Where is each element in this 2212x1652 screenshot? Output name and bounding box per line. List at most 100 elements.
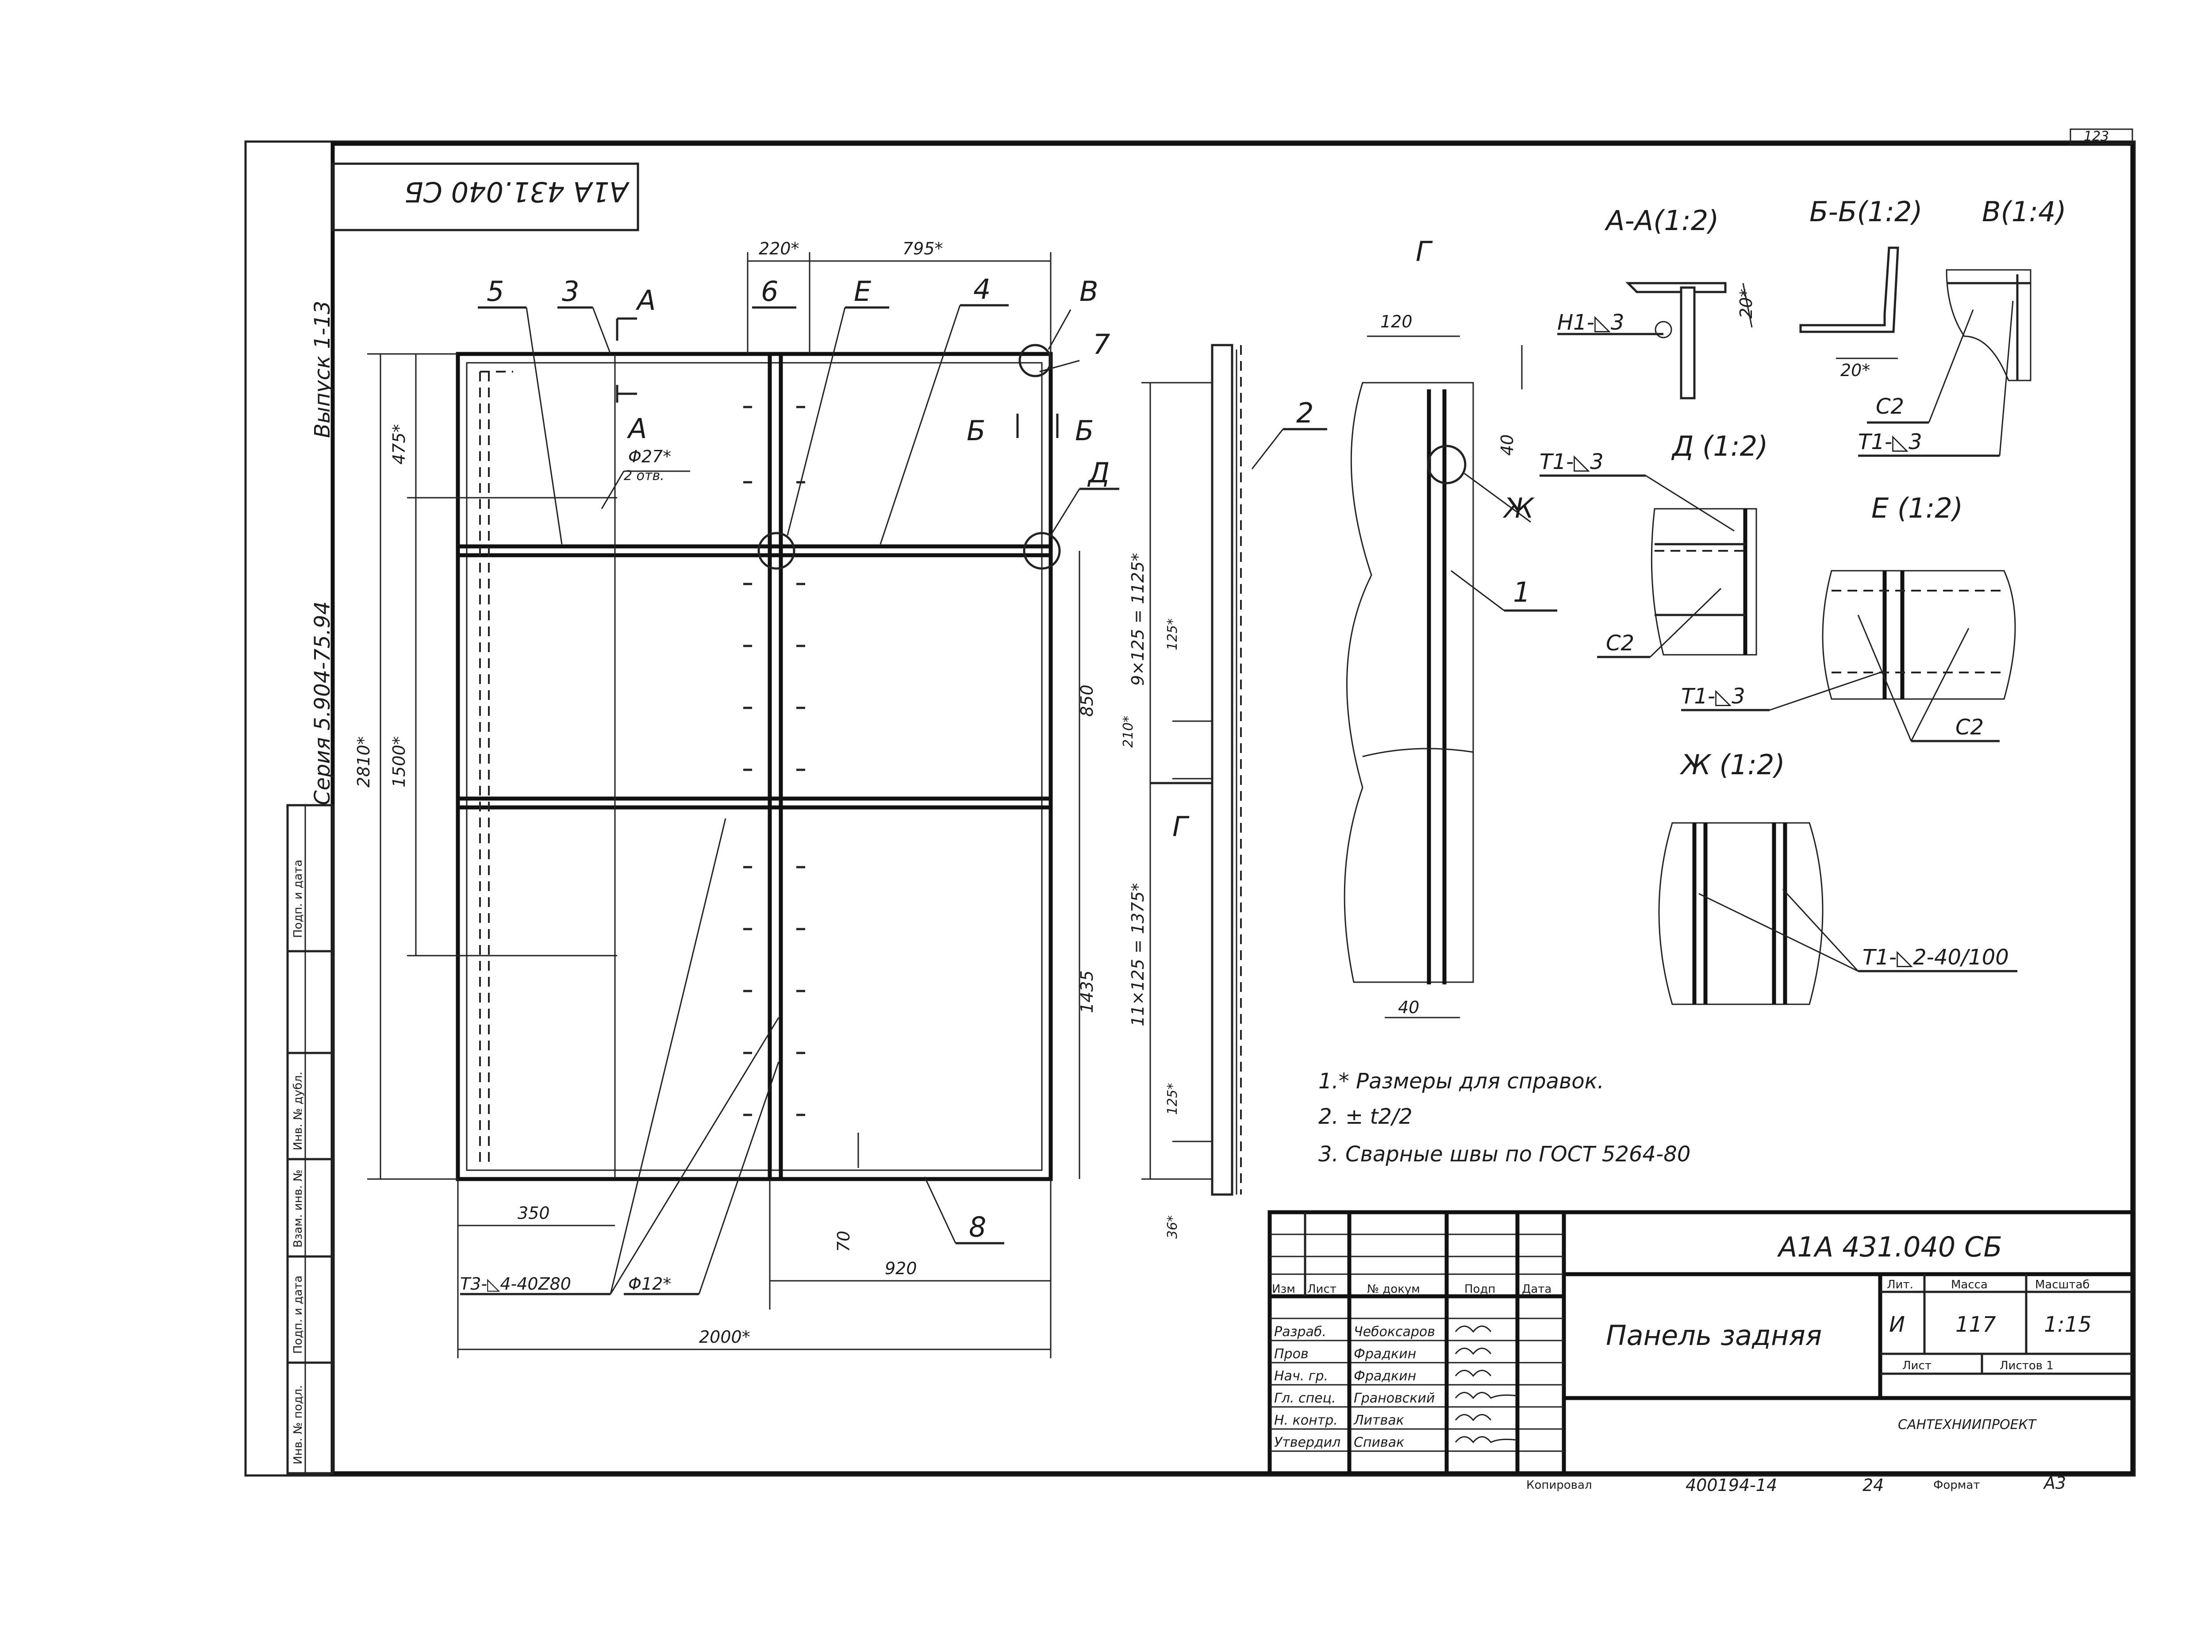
tb-header-list: Лист xyxy=(1307,1283,1336,1296)
pos-8: 8 xyxy=(969,1211,986,1243)
tb-role-5: Утвердил xyxy=(1274,1435,1340,1450)
stamp-vzam-inv: Взам. инв. № xyxy=(292,1169,305,1248)
note-2: 2. ± t2/2 xyxy=(1318,1104,1413,1129)
tb-header-podp: Подп xyxy=(1464,1283,1495,1296)
section-aa: А-А(1:2) Н1-◺3 20* xyxy=(1557,204,1756,400)
detail-g-dim-120: 120 xyxy=(1380,312,1413,331)
view-v-c2: С2 xyxy=(1876,394,1904,419)
tb-mass-value: 117 xyxy=(1955,1312,1996,1337)
view-mark-g: Г xyxy=(1172,811,1190,843)
tb-mass-label: Масса xyxy=(1951,1278,1988,1291)
dim-210: 210* xyxy=(1121,716,1136,748)
detail-g: Г 120 40 40 Ж 1 xyxy=(1344,235,1557,1018)
series-label: Серия 5.904-75.94 xyxy=(310,601,335,805)
section-mark-b-right: Б xyxy=(1075,415,1094,447)
detail-e: Е (1:2) Т1-◺3 С2 xyxy=(1681,492,2016,742)
section-aa-title: А-А(1:2) xyxy=(1604,204,1719,237)
dim-1435: 1435 xyxy=(1077,970,1097,1013)
dim-920: 920 xyxy=(885,1259,917,1278)
dim-11x125: 11×125 = 1375* xyxy=(1128,883,1148,1026)
view-v-title: В(1:4) xyxy=(1982,196,2066,228)
weld-t3: Т3-◺4-40Z80 xyxy=(460,1274,571,1294)
sheet-footer: Копировал 400194-14 24 Формат А3 xyxy=(1526,1473,2066,1495)
sheet-corner-box xyxy=(2070,128,2133,145)
section-aa-weld: Н1-◺3 xyxy=(1557,310,1624,335)
section-mark-a-top: А xyxy=(635,284,656,316)
dim-2810: 2810* xyxy=(354,736,373,788)
section-bb-title: Б-Б(1:2) xyxy=(1809,196,1923,228)
stamp-podp-data-2: Подп. и дата xyxy=(292,860,305,938)
detail-d: Д (1:2) Т1-◺3 С2 xyxy=(1540,430,1768,658)
section-mark-a-bottom: А xyxy=(626,412,647,445)
detail-d-t1: Т1-◺3 xyxy=(1540,449,1604,474)
detail-circle-v xyxy=(1018,344,1052,377)
tb-role-2: Нач. гр. xyxy=(1274,1368,1328,1384)
stamp-inv-podl: Инв. № подл. xyxy=(292,1385,305,1464)
tb-header-doc: № докум xyxy=(1367,1283,1420,1296)
tb-role-4: Н. контр. xyxy=(1274,1413,1338,1428)
detail-circle-e xyxy=(757,532,795,570)
issue-label: Выпуск 1-13 xyxy=(310,301,335,438)
detail-g-label-zh: Ж xyxy=(1502,492,1535,524)
dim-220: 220* xyxy=(759,239,799,258)
title-block: Изм Лист № докум Подп Дата Разраб. Чебок… xyxy=(1267,1210,2135,1475)
stamp-podp-data-1: Подп. и дата xyxy=(292,1275,305,1354)
dim-70: 70 xyxy=(834,1231,853,1252)
side-stamps: Инв. № подл. Подп. и дата Взам. инв. № И… xyxy=(286,804,334,1475)
tb-role-0: Разраб. xyxy=(1274,1324,1326,1340)
tb-scale-label: Масштаб xyxy=(2035,1278,2090,1291)
tb-header-izm: Изм xyxy=(1272,1283,1295,1296)
view-v-t1: Т1-◺3 xyxy=(1858,430,1922,454)
note-1: 1.* Размеры для справок. xyxy=(1318,1069,1604,1094)
tb-drawing-title: Панель задняя xyxy=(1606,1319,1822,1352)
section-bb: Б-Б(1:2) 20* xyxy=(1799,196,1923,380)
stamp-inv-dubl: Инв. № дубл. xyxy=(292,1072,305,1150)
outer-frame xyxy=(244,140,2136,1477)
detail-circle-d xyxy=(1023,532,1061,570)
rotated-code-box xyxy=(331,162,639,231)
detail-zh-title: Ж (1:2) xyxy=(1679,749,1785,781)
tb-name-1: Фрадкин xyxy=(1354,1346,1416,1362)
detail-d-title: Д (1:2) xyxy=(1671,430,1768,462)
dim-2000: 2000* xyxy=(699,1327,750,1347)
footer-format-label: Формат xyxy=(1933,1479,1980,1492)
section-mark-b-left: Б xyxy=(967,415,986,447)
note-3: 3. Сварные швы по ГОСТ 5264-80 xyxy=(1318,1142,1690,1167)
hole-12: Φ12* xyxy=(628,1274,671,1294)
footer-copied-label: Копировал xyxy=(1526,1479,1592,1492)
pos-5: 5 xyxy=(487,275,504,307)
section-bb-dim: 20* xyxy=(1840,361,1870,380)
tb-role-1: Пров xyxy=(1274,1346,1309,1362)
pos-d: Д xyxy=(1087,457,1110,489)
dim-350: 350 xyxy=(518,1203,550,1223)
tb-name-2: Фрадкин xyxy=(1354,1368,1416,1384)
dim-125-bottom: 125* xyxy=(1165,1083,1180,1115)
hole-27: Φ27* xyxy=(628,447,671,466)
dim-795: 795* xyxy=(902,239,943,258)
bolt-marks xyxy=(743,406,805,1116)
notes: 1.* Размеры для справок. 2. ± t2/2 3. Св… xyxy=(1318,1069,1690,1167)
pos-6: 6 xyxy=(761,275,778,307)
pos-3: 3 xyxy=(562,275,579,307)
detail-g-title: Г xyxy=(1416,235,1433,268)
tb-name-0: Чебоксаров xyxy=(1354,1324,1435,1340)
detail-g-dim-40-bottom: 40 xyxy=(1398,998,1419,1017)
tb-drawing-code: А1А 431.040 СБ xyxy=(1777,1231,2002,1263)
footer-format-value: А3 xyxy=(2043,1473,2066,1493)
pos-v: В xyxy=(1079,275,1098,307)
tb-sheet-label: Лист xyxy=(1902,1359,1932,1372)
signatures xyxy=(1455,1325,1518,1444)
pos-7: 7 xyxy=(1093,328,1110,361)
pos-e: Е xyxy=(854,275,872,307)
view-v: В(1:4) С2 Т1-◺3 xyxy=(1858,196,2066,457)
tb-name-4: Литвак xyxy=(1353,1413,1404,1428)
sheet-corner-number: 123 xyxy=(2084,129,2109,144)
detail-e-c2: С2 xyxy=(1955,715,1984,740)
rotated-drawing-code: А1А 431.040 СБ xyxy=(404,176,630,208)
dim-36: 36* xyxy=(1165,1215,1180,1239)
detail-e-title: Е (1:2) xyxy=(1871,492,1963,524)
main-view: А А Б Б 5 3 6 Е 4 В 7 Д 2 8 Г 220* xyxy=(354,239,1327,1358)
tb-scale-value: 1:15 xyxy=(2044,1312,2092,1337)
footer-archive-sheet: 24 xyxy=(1863,1475,1884,1495)
